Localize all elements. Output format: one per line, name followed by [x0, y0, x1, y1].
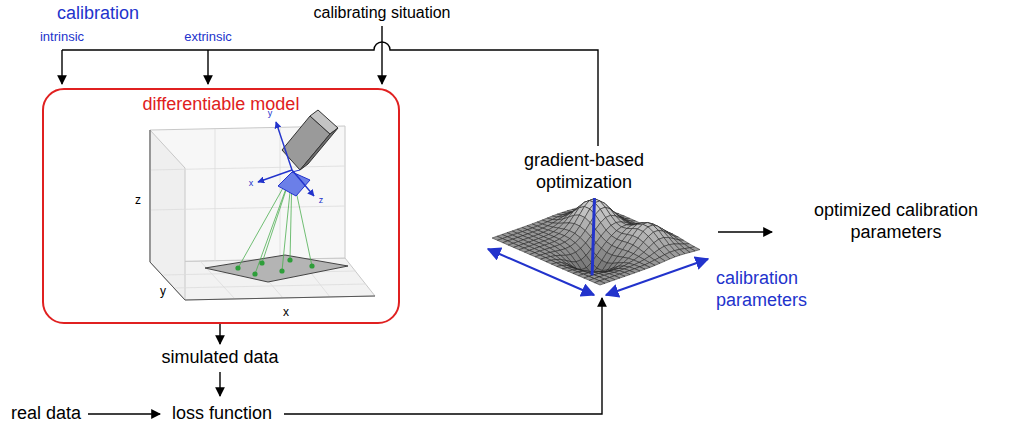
axis-label: z	[135, 193, 141, 207]
camera-axis-label: x	[249, 178, 254, 189]
feedback-line	[62, 42, 598, 146]
sub-label: extrinsic	[184, 29, 232, 45]
grid-lines	[150, 127, 366, 299]
method-label: gradient-based optimization	[517, 150, 652, 193]
intrinsic-arrow	[61, 50, 62, 84]
sub-label: intrinsic	[40, 29, 84, 45]
camera-frustum	[278, 172, 310, 196]
axis-label: y	[160, 284, 166, 298]
real-data-arrow	[88, 413, 160, 414]
data-label: real data	[11, 403, 81, 425]
situation-arrow	[381, 26, 382, 84]
camera-body	[282, 110, 338, 170]
extrinsic-arrow	[207, 50, 208, 84]
box-title: differentiable model	[44, 90, 398, 116]
y-axis	[150, 262, 185, 300]
optimization-path	[592, 198, 595, 275]
mesh-cell	[595, 281, 605, 285]
loss-arrow	[284, 298, 602, 414]
projection-rays	[238, 172, 312, 274]
calibration-plane	[205, 255, 348, 282]
camera-axis-label: y	[268, 108, 273, 119]
flow-lines	[62, 26, 772, 414]
model-output-arrow	[219, 324, 220, 344]
loss-label: loss function	[172, 403, 272, 425]
simulated-arrow	[219, 372, 220, 396]
result-arrow	[718, 231, 772, 232]
target-points	[235, 257, 314, 276]
input-label: calibrating situation	[314, 3, 451, 22]
axis-caption: calibration parameters	[716, 268, 846, 311]
x-axis	[185, 296, 375, 300]
result-label: optimized calibration parameters	[796, 200, 996, 243]
axis-label: x	[283, 305, 289, 319]
model-box: differentiable model	[42, 88, 400, 324]
camera-axis-label: z	[319, 195, 324, 206]
z-axis	[150, 130, 151, 262]
camera-axes	[258, 122, 314, 196]
camera-plot	[150, 110, 375, 300]
data-label: simulated data	[161, 347, 278, 369]
group-label: calibration	[57, 3, 139, 25]
parameter-axes	[488, 249, 708, 295]
